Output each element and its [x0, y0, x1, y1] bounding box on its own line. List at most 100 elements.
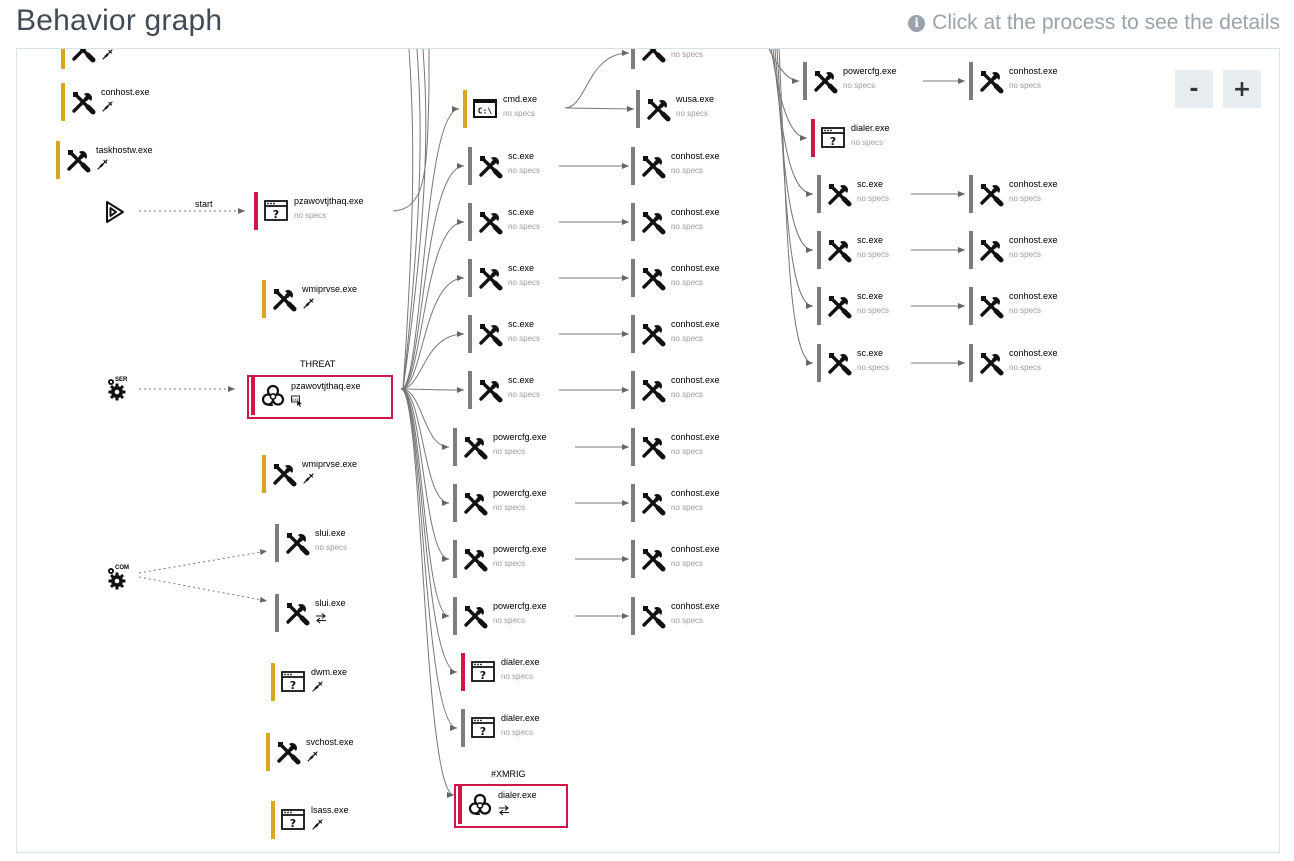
tools-icon: [477, 209, 503, 235]
threat-label: THREAT: [300, 359, 336, 369]
zoom-out-button[interactable]: -: [1175, 70, 1213, 108]
process-node[interactable]: ?lsass.exe: [271, 801, 411, 839]
process-spec: no specs: [501, 672, 534, 681]
play-icon[interactable]: [103, 200, 129, 226]
process-node[interactable]: wmiprvse.exe: [262, 280, 402, 318]
process-name: dialer.exe: [501, 657, 540, 667]
status-bar: [461, 653, 465, 691]
process-name: sc.exe: [857, 179, 884, 189]
process-name: conhost.exe: [671, 432, 720, 442]
tools-icon: [271, 461, 297, 487]
process-node[interactable]: ? dialer.exe no specs: [461, 653, 601, 691]
process-node[interactable]: no specs: [631, 49, 771, 69]
gear-icon[interactable]: [103, 375, 129, 401]
svg-text:?: ?: [290, 817, 296, 830]
process-node[interactable]: [61, 49, 201, 69]
svg-text:?: ?: [480, 669, 486, 682]
process-node[interactable]: wmiprvse.exe: [262, 455, 402, 493]
process-node[interactable]: svchost.exe: [266, 733, 406, 771]
tools-icon: [978, 68, 1004, 94]
process-node[interactable]: conhost.exe no specs: [969, 231, 1109, 269]
process-node[interactable]: taskhostw.exe: [56, 141, 196, 179]
process-spec: no specs: [671, 390, 704, 399]
process-name: pzawovtjthaq.exe: [294, 196, 364, 206]
process-spec: no specs: [493, 616, 526, 625]
status-bar: [271, 663, 275, 701]
process-node[interactable]: dialer.exe: [458, 786, 598, 824]
process-node[interactable]: slui.exe: [275, 594, 415, 632]
tools-icon: [640, 603, 666, 629]
process-name: conhost.exe: [671, 263, 720, 273]
status-bar: [251, 377, 255, 415]
arrows-icon: [498, 803, 510, 816]
process-node[interactable]: conhost.exe no specs: [631, 371, 771, 409]
process-spec: no specs: [671, 447, 704, 456]
process-name: conhost.exe: [671, 375, 720, 385]
process-spec: no specs: [1009, 363, 1042, 372]
window-question-icon: ?: [470, 715, 496, 741]
process-name: conhost.exe: [671, 319, 720, 329]
zoom-in-button[interactable]: +: [1223, 70, 1261, 108]
process-name: conhost.exe: [1009, 235, 1058, 245]
tools-icon: [645, 96, 671, 122]
tools-icon: [826, 293, 852, 319]
window-question-icon: ?: [470, 659, 496, 685]
process-spec: no specs: [503, 109, 536, 118]
process-node[interactable]: ?dwm.exe: [271, 663, 411, 701]
status-bar: [631, 147, 635, 185]
page-title: Behavior graph: [16, 4, 223, 37]
edge: [392, 49, 430, 212]
process-spec: no specs: [1009, 250, 1042, 259]
gear-icon[interactable]: [103, 564, 129, 590]
syringe-icon: [96, 158, 108, 170]
status-bar: [631, 49, 635, 69]
status-bar: [803, 62, 807, 100]
status-bar: [817, 344, 821, 382]
status-bar: [458, 786, 462, 824]
process-node[interactable]: conhost.exe: [61, 83, 201, 121]
process-node[interactable]: conhost.exe no specs: [631, 428, 771, 466]
tools-icon: [462, 546, 488, 572]
status-bar: [817, 231, 821, 269]
exe-cursor-icon: EXE: [291, 394, 303, 407]
tools-icon: [978, 181, 1004, 207]
status-bar: [817, 287, 821, 325]
status-bar: [453, 428, 457, 466]
process-node[interactable]: powercfg.exe no specs: [453, 597, 593, 635]
status-bar: [631, 203, 635, 241]
tools-icon: [65, 147, 91, 173]
process-name: powercfg.exe: [493, 601, 547, 611]
